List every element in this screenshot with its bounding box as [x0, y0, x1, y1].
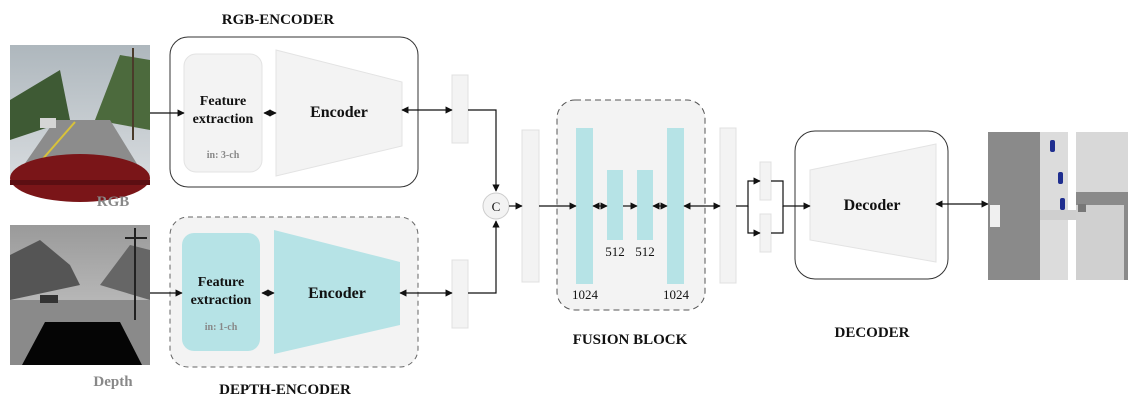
fusion-input-map: [522, 130, 539, 282]
rgb-input-note: in: 3-ch: [207, 150, 240, 161]
decoder-label: Decoder: [844, 197, 901, 214]
depth-input-note: in: 1-ch: [205, 322, 238, 333]
rgb-feature-label-1: Feature: [200, 94, 246, 109]
depth-feature-extraction-block: [182, 233, 260, 351]
rgb-encoder-label: Encoder: [310, 104, 368, 121]
channel-label-1024-b: 1024: [663, 287, 690, 302]
channel-label-512-b: 512: [635, 244, 655, 259]
split-map-top: [760, 162, 771, 200]
depth-feature-map: [452, 260, 468, 328]
rgb-feature-label-2: extraction: [193, 112, 254, 127]
fusion-output-map: [720, 128, 736, 283]
fusion-layer-1024-a: [576, 128, 593, 284]
output-bev-map: [988, 132, 1128, 280]
fusion-layer-1024-b: [667, 128, 684, 284]
depth-feature-label-2: extraction: [191, 293, 252, 308]
depth-encoder-title: DEPTH-ENCODER: [219, 382, 351, 398]
fusion-layer-512-b: [637, 170, 653, 240]
depth-input-image: [10, 225, 150, 365]
rgb-label: RGB: [97, 194, 130, 210]
rgb-encoder-title: RGB-ENCODER: [222, 12, 335, 28]
split-map-bottom: [760, 214, 771, 252]
channel-label-1024-a: 1024: [572, 287, 599, 302]
rgb-input-image: [10, 45, 150, 202]
decoder-title: DECODER: [834, 325, 909, 341]
channel-label-512-a: 512: [605, 244, 625, 259]
depth-feature-label-1: Feature: [198, 275, 244, 290]
concat-symbol: C: [492, 199, 501, 214]
rgb-feature-map: [452, 75, 468, 143]
fusion-block-title: FUSION BLOCK: [573, 332, 688, 348]
fusion-layer-512-a: [607, 170, 623, 240]
depth-encoder-label: Encoder: [308, 285, 366, 302]
depth-label: Depth: [93, 374, 133, 390]
